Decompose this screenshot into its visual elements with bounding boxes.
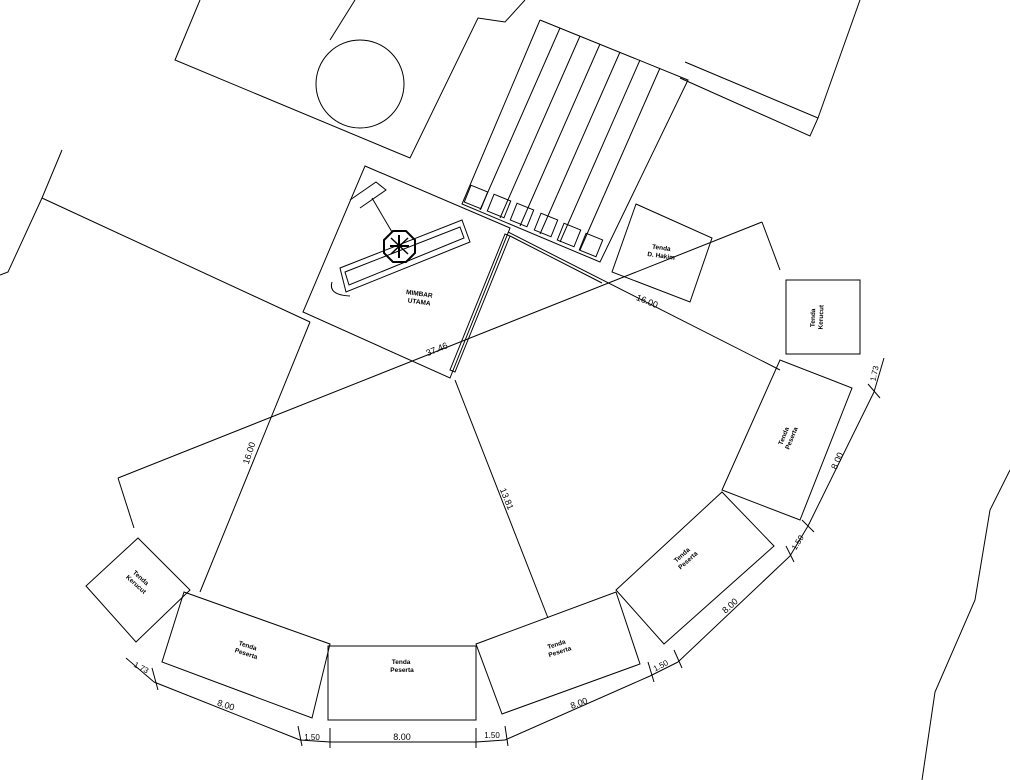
- radius-line-right: [507, 231, 781, 371]
- dim-tent-right-upper: 8.00: [829, 451, 845, 471]
- radius-line-center: [454, 379, 549, 619]
- tent-peserta-5: Tenda Peserta: [721, 359, 853, 521]
- svg-text:Tenda Peserta: Tenda Peserta: [672, 544, 700, 571]
- svg-text:Tenda Peserta: Tenda Peserta: [234, 640, 261, 662]
- tent-kerucut-left: Tenda Kerucut: [85, 537, 191, 643]
- dim-tent-center: 8.00: [393, 732, 411, 742]
- tent-peserta-3: Tenda Peserta: [475, 591, 641, 715]
- radius-line-left: [199, 321, 311, 593]
- staircase: [461, 19, 689, 263]
- chord-line: [117, 221, 763, 479]
- emblem-icon: [383, 230, 416, 263]
- round-structure: [315, 39, 405, 129]
- dimension-lines: [117, 221, 885, 748]
- dim-radius-left: 16.00: [241, 441, 257, 466]
- dim-kerucut-right: 1.73: [869, 364, 881, 382]
- tent-peserta-1: Tenda Peserta: [161, 591, 331, 719]
- mimbar-label: MIMBAR UTAMA: [404, 289, 434, 308]
- dim-tent-right-lower: 8.00: [569, 695, 589, 710]
- boundary-line: [921, 469, 1010, 780]
- existing-buildings: [0, 0, 861, 323]
- dimension-labels: 16.00 16.00 37.46 13.81 8.00 1.50 8.00 1…: [132, 292, 881, 742]
- dim-gap-right-mid: 1.50: [790, 533, 806, 551]
- svg-text:Tenda Peserta: Tenda Peserta: [777, 423, 800, 451]
- dim-tent-right-mid: 8.00: [720, 596, 740, 615]
- tent-peserta-4: Tenda Peserta: [615, 491, 775, 645]
- dim-gap-center-right: 1.50: [484, 731, 500, 740]
- dim-tent-left: 8.00: [216, 698, 236, 713]
- svg-text:Tenda Peserta: Tenda Peserta: [390, 659, 414, 674]
- dim-chord: 37.46: [425, 340, 450, 358]
- dim-radius-top-right: 16.00: [635, 292, 660, 310]
- tent-peserta-2: Tenda Peserta: [327, 645, 477, 721]
- dim-gap-left: 1.50: [304, 733, 320, 742]
- svg-text:Tenda Kerucut: Tenda Kerucut: [124, 568, 153, 596]
- dim-center-radius: 13.81: [498, 487, 516, 512]
- tent-kerucut-right: Tenda Kerucut: [785, 279, 861, 355]
- svg-text:Tenda D. Hakim: Tenda D. Hakim: [647, 243, 677, 262]
- dim-gap-right-lower: 1.50: [652, 658, 670, 674]
- tent-hakim: Tenda D. Hakim: [611, 203, 713, 303]
- mimbar-stage: MIMBAR UTAMA: [302, 165, 511, 379]
- svg-text:Tenda Kerucut: Tenda Kerucut: [810, 304, 826, 330]
- dim-kerucut-left: 1.73: [132, 660, 150, 676]
- svg-text:Tenda Peserta: Tenda Peserta: [545, 637, 572, 659]
